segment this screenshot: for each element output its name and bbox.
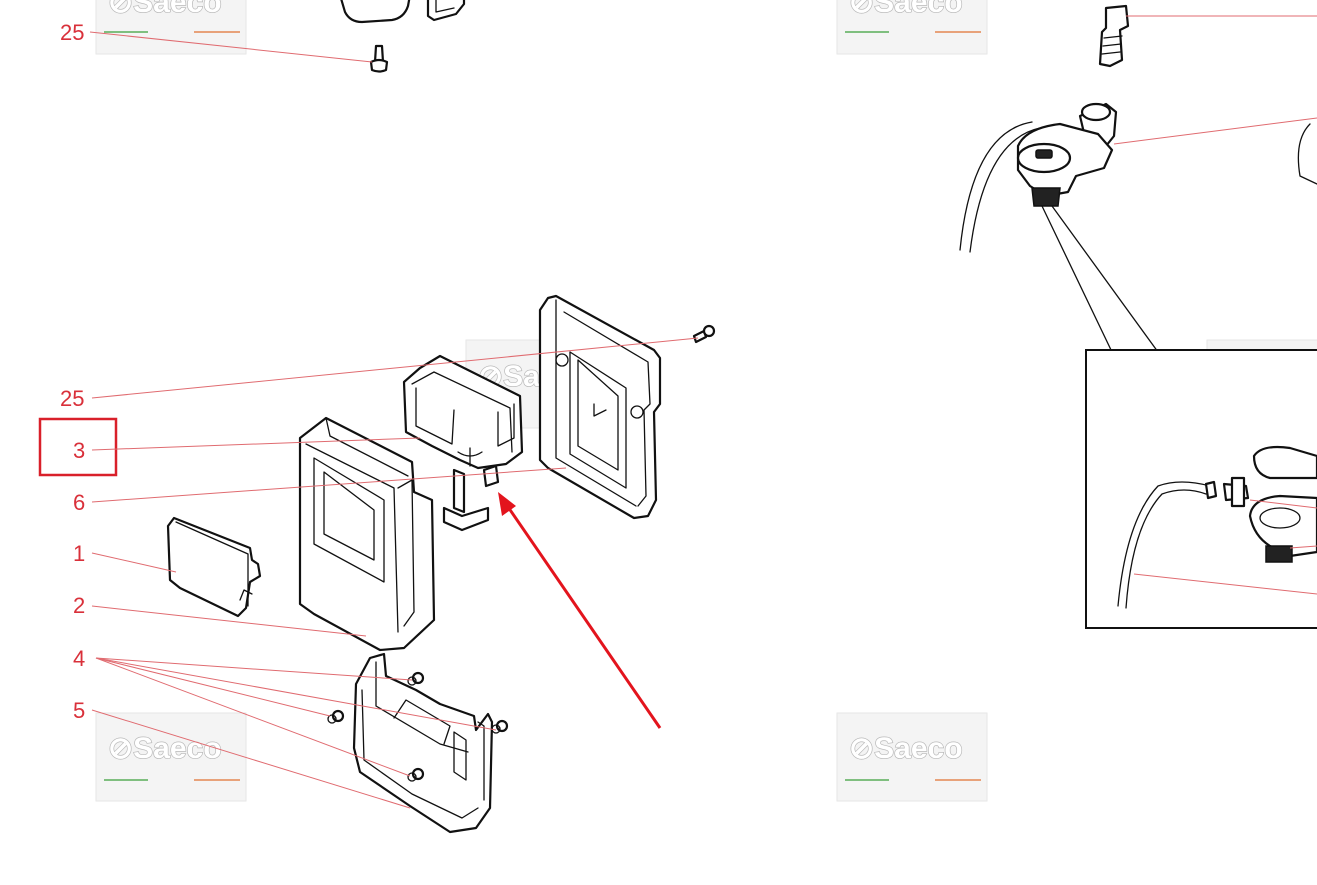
callout-25: 25 (60, 337, 699, 411)
svg-text:2: 2 (73, 593, 85, 618)
callout-25-top: 25 (60, 20, 373, 63)
right-leaders (1113, 15, 1317, 595)
callout-6: 6 (73, 467, 567, 515)
callout-3[interactable]: 3 (38, 417, 421, 477)
callout-5: 5 (73, 698, 411, 809)
svg-text:25: 25 (60, 386, 84, 411)
screw-25 (692, 324, 716, 344)
part-6-post (442, 464, 500, 532)
svg-text:5: 5 (73, 698, 85, 723)
watermark-bottom-right: ⊘Saeco (836, 712, 988, 802)
callout-4: 4 (73, 646, 497, 777)
svg-text:3: 3 (73, 438, 85, 463)
svg-text:⊘Saeco: ⊘Saeco (849, 0, 963, 19)
screw-4-c (491, 719, 509, 734)
pointer-arrow (498, 492, 662, 729)
watermark-bottom-left: ⊘Saeco (95, 712, 247, 802)
dispenser-assembly (959, 102, 1159, 353)
part-5-tray (352, 652, 494, 834)
svg-text:⊘Saeco: ⊘Saeco (108, 0, 222, 19)
cropped-part-top (340, 0, 466, 24)
part-1-cover (166, 516, 262, 618)
detail-inset (1085, 349, 1317, 629)
callout-2: 2 (73, 593, 367, 637)
watermark-top-right: ⊘Saeco (836, 0, 988, 55)
watermark-top-left: ⊘Saeco (95, 0, 247, 55)
part-3-bracket (402, 354, 524, 470)
screw-4-b (327, 709, 345, 724)
svg-text:25: 25 (60, 20, 84, 45)
svg-text:6: 6 (73, 490, 85, 515)
callout-1: 1 (73, 541, 177, 573)
svg-text:1: 1 (73, 541, 85, 566)
connector-top-right (1098, 4, 1130, 68)
screw-4-d (407, 767, 425, 782)
screw-4-a (407, 671, 425, 686)
part-2-housing (298, 416, 436, 652)
svg-text:⊘Saeco: ⊘Saeco (108, 732, 222, 765)
callout-3-highlight-box (38, 417, 118, 477)
screw-top-left (369, 44, 389, 73)
back-plate (538, 294, 662, 520)
svg-text:⊘Saeco: ⊘Saeco (849, 732, 963, 765)
svg-text:4: 4 (73, 646, 85, 671)
